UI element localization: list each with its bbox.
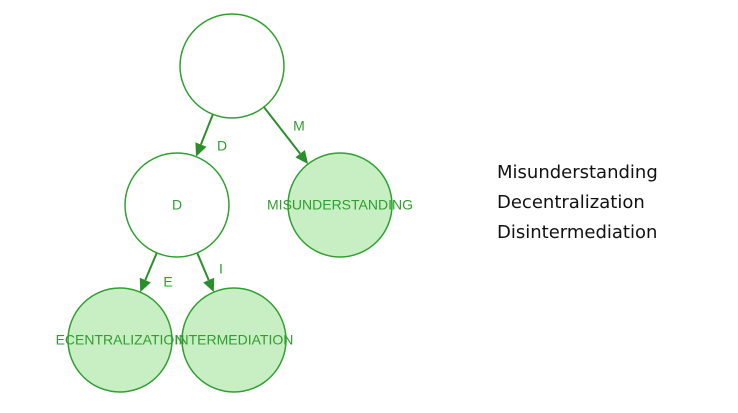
misunderstanding-node-circle xyxy=(287,152,393,258)
arrow-head-icon xyxy=(203,277,215,293)
word-list-item-decentralization: Decentralization xyxy=(497,192,645,213)
arrow-head-icon xyxy=(195,142,207,157)
intermediation-node-label: INTERMEDIATION xyxy=(175,332,294,348)
misunderstanding-node-label: MISUNDERSTANDING xyxy=(267,197,413,213)
arrow-head-icon xyxy=(139,277,151,293)
edge-label-root-to-misunderstanding-node: M xyxy=(293,118,305,134)
word-list: Misunderstanding Decentralization Disint… xyxy=(497,158,658,248)
edge-label-root-to-d-node: D xyxy=(217,138,227,154)
intermediation-node-circle xyxy=(181,287,287,393)
edge-label-d-node-to-ecentralization-node: E xyxy=(163,274,172,290)
root-circle xyxy=(179,13,285,119)
d-node-circle xyxy=(124,152,230,258)
ecentralization-node-label: ECENTRALIZATION xyxy=(56,332,185,348)
d-node-label: D xyxy=(172,197,182,213)
edge-root-to-d-node xyxy=(195,113,214,157)
edge-line xyxy=(263,106,301,155)
edge-d-node-to-ecentralization-node xyxy=(139,252,158,293)
ecentralization-node-circle xyxy=(67,287,173,393)
edge-line xyxy=(199,113,214,145)
word-list-item-disintermediation: Disintermediation xyxy=(497,222,658,243)
edge-root-to-misunderstanding-node xyxy=(263,106,309,164)
edge-label-d-node-to-intermediation-node: I xyxy=(219,261,223,277)
edge-line xyxy=(196,252,210,281)
arrow-head-icon xyxy=(295,149,309,164)
edge-line xyxy=(144,252,158,281)
word-list-item-misunderstanding: Misunderstanding xyxy=(497,162,658,183)
edge-d-node-to-intermediation-node xyxy=(196,252,215,293)
